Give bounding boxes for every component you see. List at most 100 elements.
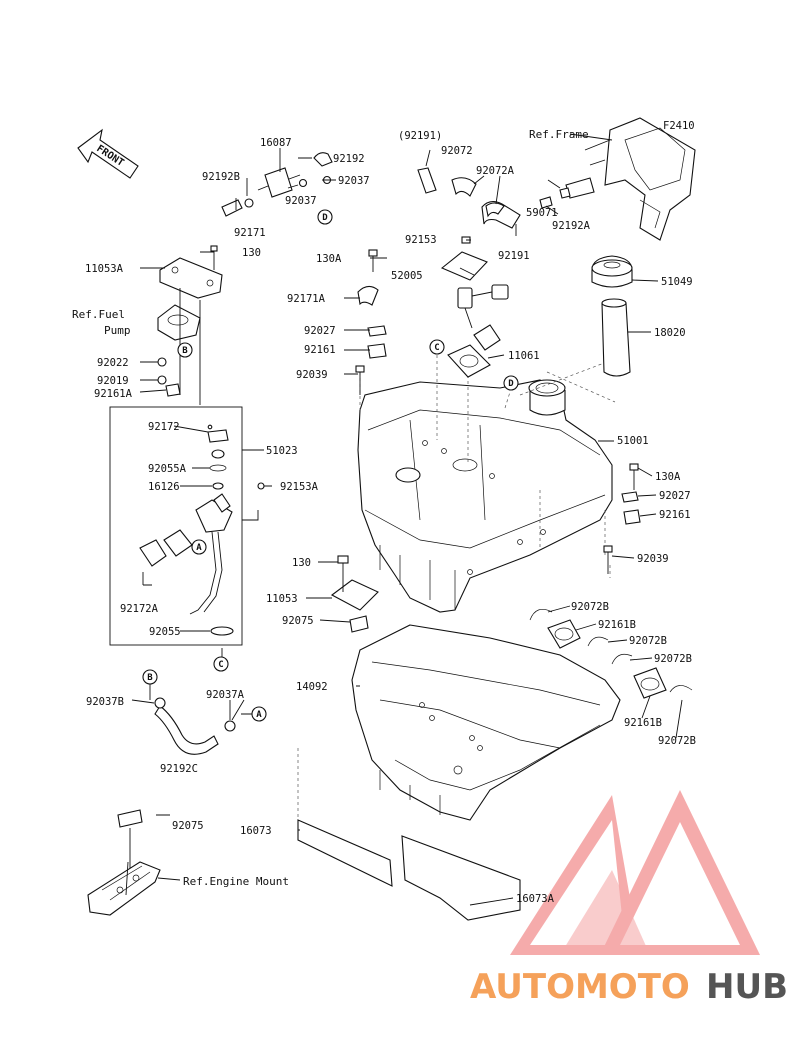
leader-lines — [131, 133, 683, 906]
callout-a-hose: A — [256, 710, 262, 720]
insulator-16073 — [297, 819, 393, 887]
label-92153A: 92153A — [280, 481, 319, 493]
ref-frame-label: Ref.Frame — [529, 128, 589, 141]
label-11053A: 11053A — [85, 263, 124, 275]
label-51023: 51023 — [266, 445, 298, 457]
hose-92192C — [154, 705, 219, 755]
label-92055A: 92055A — [148, 463, 187, 475]
bolt-92153A — [257, 482, 265, 490]
label-11053: 11053 — [266, 593, 298, 605]
label-92022: 92022 — [97, 357, 129, 369]
label-92037-right: 92037 — [338, 175, 370, 187]
clips-and-bushes-right — [529, 609, 693, 699]
label-92191: 92191 — [498, 250, 530, 262]
pad-92075-mid — [349, 615, 369, 633]
clamp-92037-top — [298, 178, 308, 188]
pump-bracket — [440, 251, 509, 351]
label-92192B: 92192B — [202, 171, 240, 183]
label-130A-top: 130A — [316, 253, 342, 265]
part-number-labels: 16087 92192 92192B 92037 92037 92171 130… — [85, 130, 696, 905]
ref-engine-mount-label: Ref.Engine Mount — [183, 875, 289, 888]
label-18020: 18020 — [654, 327, 686, 339]
insulator-16073A — [401, 835, 521, 921]
screw-92172 — [207, 424, 213, 430]
label-92072: 92072 — [441, 145, 473, 157]
front-arrow-icon: FRONT — [77, 128, 139, 179]
label-92072A: 92072A — [476, 165, 515, 177]
label-92172: 92172 — [148, 421, 180, 433]
label-16073A: 16073A — [516, 893, 555, 905]
label-92037-top: 92037 — [285, 195, 317, 207]
label-92153: 92153 — [405, 234, 437, 246]
label-130-top: 130 — [242, 247, 261, 259]
label-16073: 16073 — [240, 825, 272, 837]
fuel-cock-51023 — [139, 429, 234, 636]
figure-code: F2410 — [663, 120, 695, 132]
group-box-51023 — [109, 406, 243, 646]
watermark-text-hub: HUB — [706, 967, 788, 1007]
plug-92191-paren — [417, 167, 437, 194]
stay-11053 — [330, 555, 379, 611]
label-11061: 11061 — [508, 350, 540, 362]
label-92019: 92019 — [97, 375, 129, 387]
label-16087: 16087 — [260, 137, 292, 149]
frame-bracket — [559, 117, 696, 241]
bush-92161A — [165, 383, 181, 397]
label-92055: 92055 — [149, 626, 181, 638]
gasket-11061 — [447, 344, 491, 378]
label-59071: 59071 — [526, 207, 558, 219]
guide-lines-tank — [504, 359, 616, 409]
ref-fuel-pump-label-1: Ref.Fuel — [72, 308, 125, 321]
hose-92192 — [313, 152, 333, 167]
joint-92192B — [221, 199, 243, 217]
fuel-filter-16087 — [257, 167, 301, 198]
grommets-left — [355, 285, 387, 395]
callout-c-bottom: C — [218, 660, 223, 670]
label-16126: 16126 — [148, 481, 180, 493]
engine-mount-bracket — [87, 861, 161, 916]
pump-mount-11053A — [159, 245, 223, 299]
clamp-92037B — [154, 697, 166, 709]
label-92072B-4: 92072B — [658, 735, 696, 747]
watermark-text-auto: AUTOMOTO — [470, 967, 690, 1007]
clamp-92037A — [224, 720, 236, 732]
grommet-92022 — [157, 357, 167, 367]
filler-tube — [601, 298, 631, 377]
callout-d-tank: D — [508, 379, 514, 389]
label-92027-left: 92027 — [304, 325, 336, 337]
label-92072B-1: 92072B — [571, 601, 609, 613]
label-92037B: 92037B — [86, 696, 124, 708]
bolts-130A — [368, 249, 639, 490]
callout-b-hose: B — [147, 673, 153, 683]
callout-a-cock: A — [196, 543, 202, 553]
label-14092: 14092 — [296, 681, 328, 693]
fuel-pump-ref — [157, 304, 201, 341]
label-92161A: 92161A — [94, 388, 133, 400]
label-92192A: 92192A — [552, 220, 591, 232]
label-92192: 92192 — [333, 153, 365, 165]
label-92072B-2: 92072B — [629, 635, 667, 647]
fuel-cap — [591, 255, 633, 288]
label-51049: 51049 — [661, 276, 693, 288]
label-92161B-2: 92161B — [624, 717, 662, 729]
label-92161-left: 92161 — [304, 344, 336, 356]
clamp-92072 — [451, 177, 477, 197]
label-52005: 52005 — [391, 270, 423, 282]
label-92161-right: 92161 — [659, 509, 691, 521]
label-92161B-1: 92161B — [598, 619, 636, 631]
label-92072B-3: 92072B — [654, 653, 692, 665]
label-92191-paren: (92191) — [398, 130, 442, 142]
label-92171A: 92171A — [287, 293, 326, 305]
label-130A-right: 130A — [655, 471, 681, 483]
watermark-logo — [510, 790, 760, 955]
label-92172A: 92172A — [120, 603, 159, 615]
clamp-92072A — [485, 202, 505, 218]
label-92037A: 92037A — [206, 689, 245, 701]
label-92027-right: 92027 — [659, 490, 691, 502]
callout-c-tank: C — [434, 343, 439, 353]
clamp-92171 — [244, 198, 254, 208]
label-92171: 92171 — [234, 227, 266, 239]
callout-b-pump: B — [182, 346, 188, 356]
label-92075-bottom: 92075 — [172, 820, 204, 832]
